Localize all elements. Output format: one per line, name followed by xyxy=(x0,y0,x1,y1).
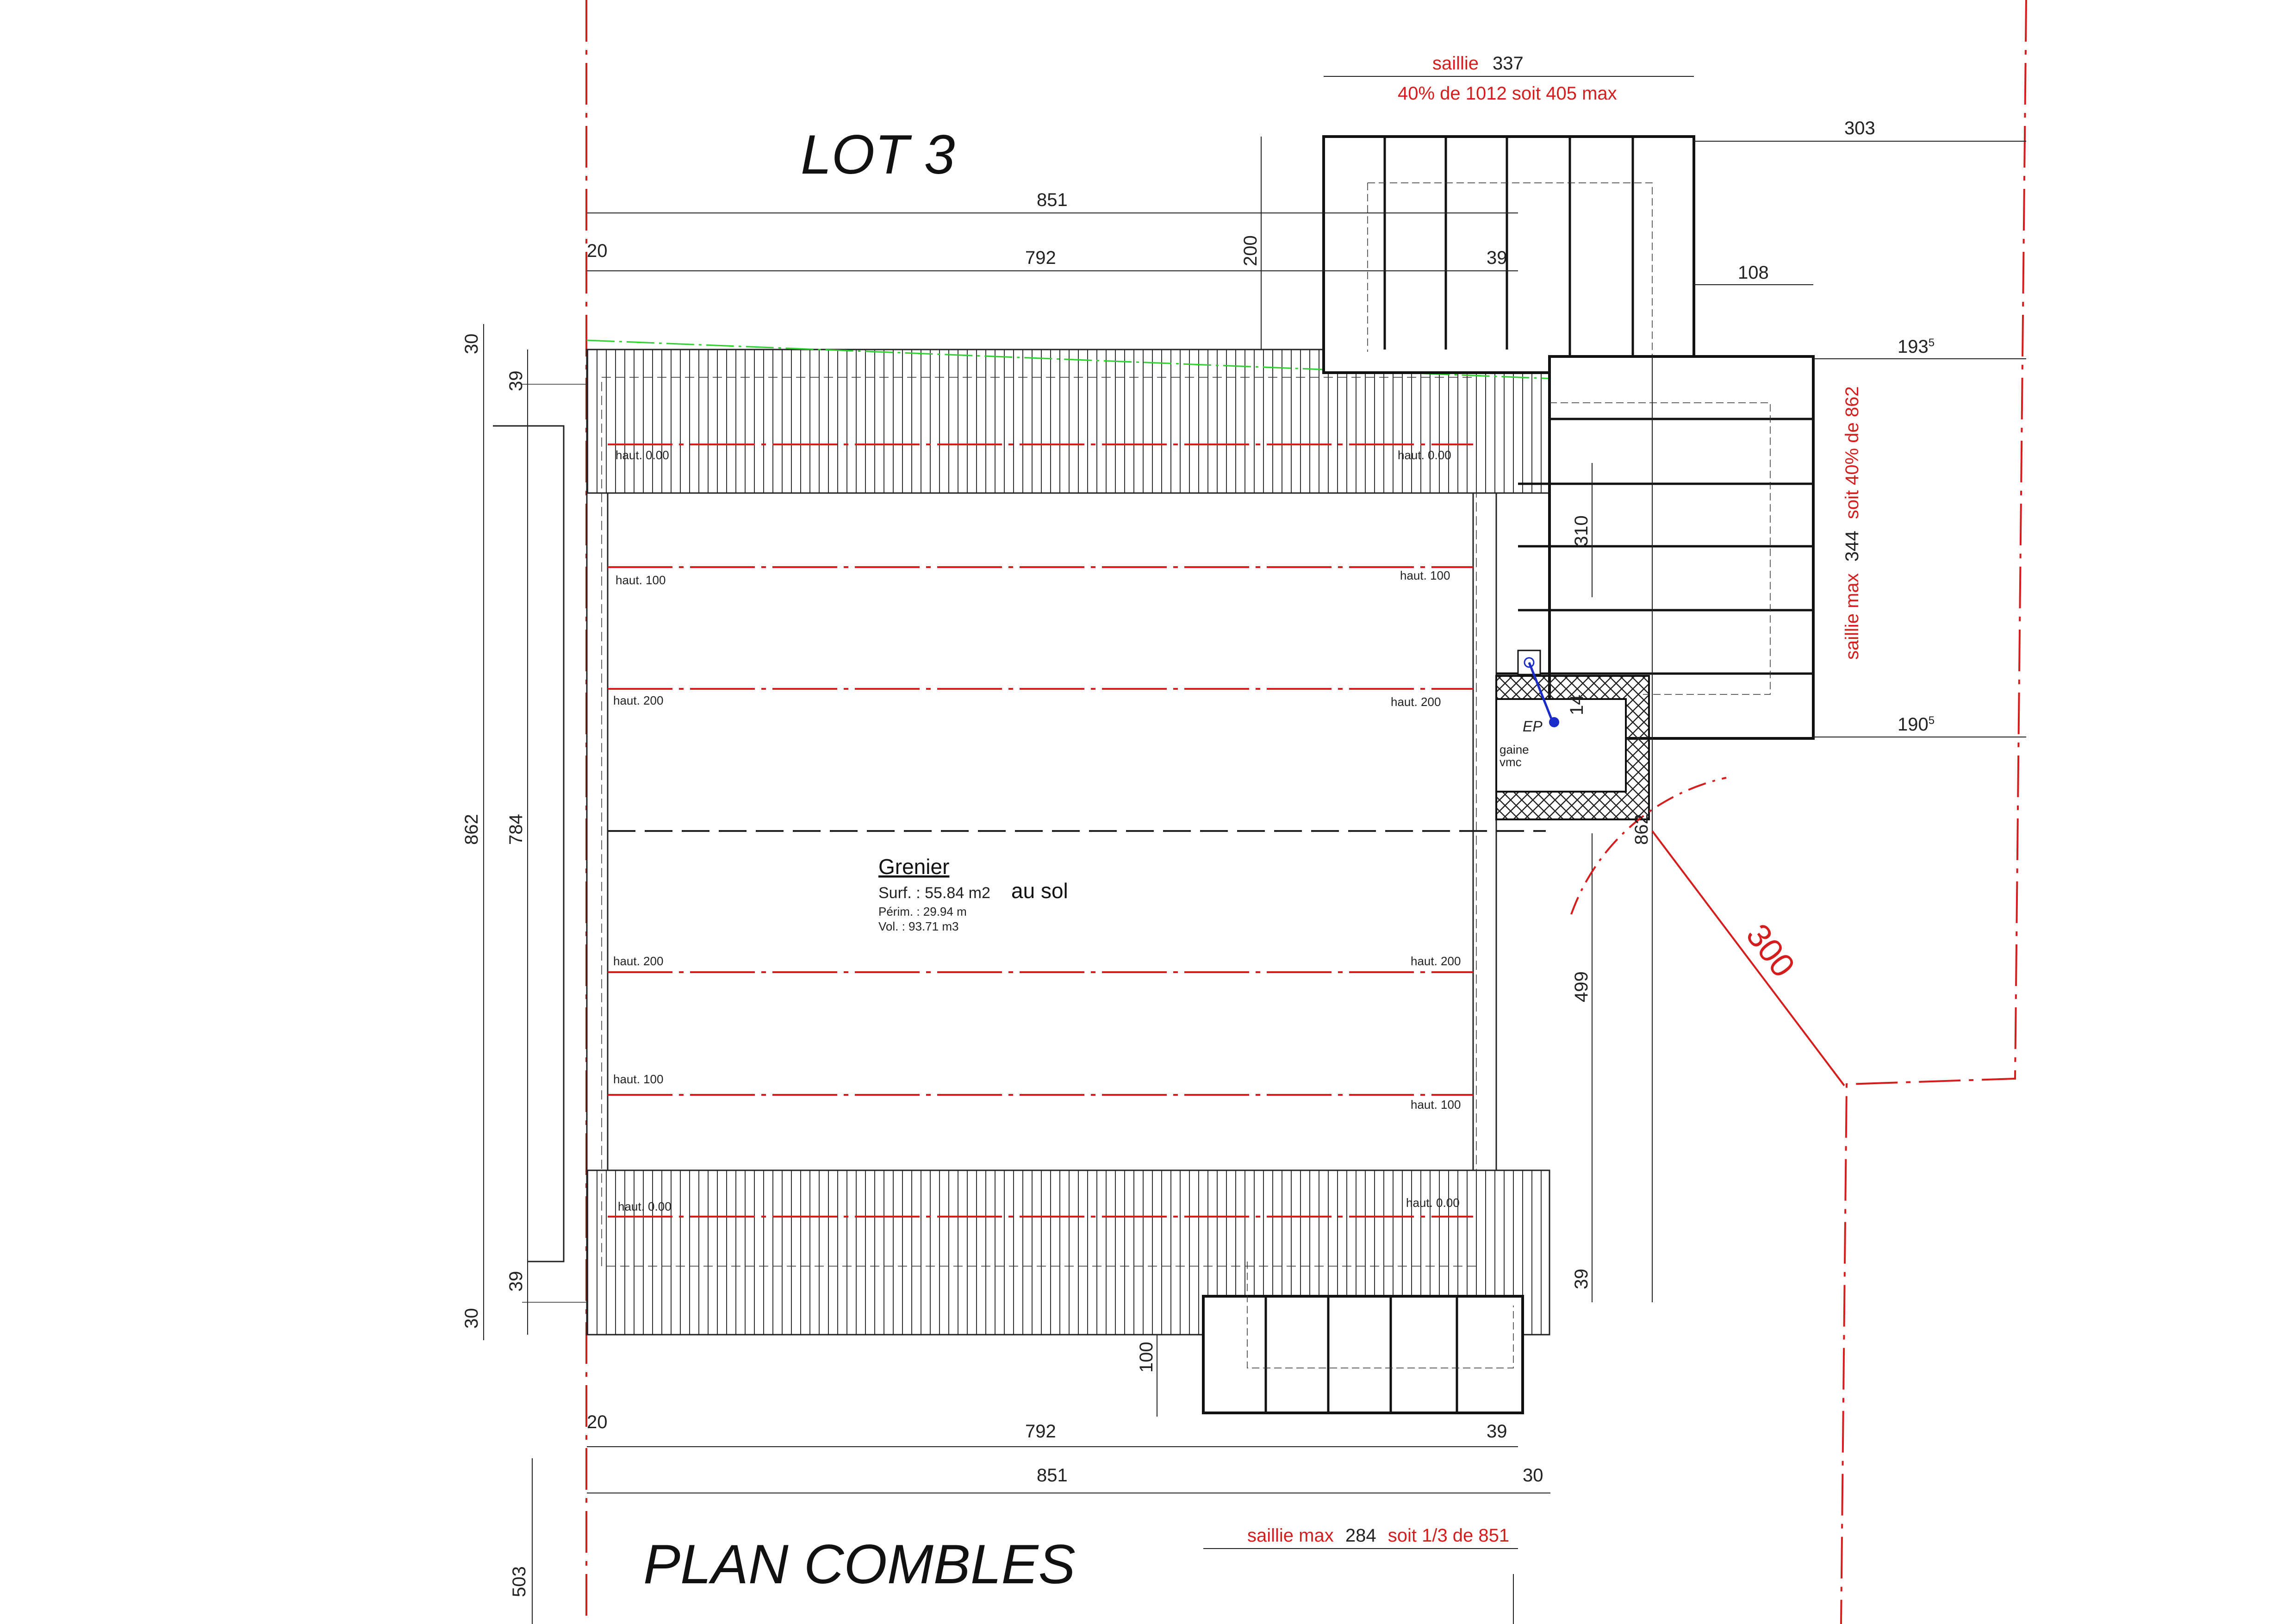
height-label: haut. 0.00 xyxy=(1398,448,1451,462)
dim-39-left-top: 39 xyxy=(506,371,526,392)
dim-39-bottom: 39 xyxy=(1487,1421,1507,1442)
height-label: haut. 100 xyxy=(1400,568,1450,582)
room-surface: Surf. : 55.84 m2 xyxy=(878,884,990,902)
room-volume: Vol. : 93.71 m3 xyxy=(878,919,958,933)
room-perimeter: Périm. : 29.94 m xyxy=(878,905,967,918)
lot-title: LOT 3 xyxy=(801,124,955,186)
dim-792-top: 792 xyxy=(1025,248,1056,268)
height-label: haut. 100 xyxy=(613,1072,663,1086)
radius-300-line xyxy=(1651,830,1845,1087)
saillie-max-right: saillie max 344 soit 40% de 862 xyxy=(1842,386,1862,660)
dim-39-left-bottom: 39 xyxy=(506,1271,526,1292)
gaine-vmc-shaft xyxy=(1495,650,1650,820)
dim-499: 499 xyxy=(1571,971,1592,1002)
dim-20-top: 20 xyxy=(587,241,608,261)
height-label: haut. 0.00 xyxy=(618,1199,672,1213)
dim-100: 100 xyxy=(1136,1342,1157,1373)
dim-190-5: 1905 xyxy=(1898,714,1935,735)
dim-30-left-top: 30 xyxy=(461,334,482,355)
slope-line xyxy=(586,339,1694,385)
dim-337: 337 xyxy=(1493,53,1524,74)
radius-300-label: 300 xyxy=(1739,917,1802,984)
lot-boundary xyxy=(585,0,2027,1624)
dim-851-top: 851 xyxy=(1037,190,1068,210)
dim-851-bottom: 851 xyxy=(1037,1465,1068,1486)
saillie-label: saillie xyxy=(1432,53,1479,74)
dim-862-right: 862 xyxy=(1631,814,1652,845)
height-label: haut. 100 xyxy=(1411,1098,1461,1112)
dim-503: 503 xyxy=(509,1566,529,1597)
left-wall xyxy=(586,492,609,1171)
plan-title: PLAN COMBLES xyxy=(643,1533,1076,1595)
height-label: haut. 0.00 xyxy=(1406,1196,1460,1210)
height-label: haut. 100 xyxy=(616,573,666,587)
height-label: haut. 200 xyxy=(613,954,663,968)
dim-30-left-bottom: 30 xyxy=(461,1308,482,1329)
height-label: haut. 0.00 xyxy=(616,448,669,462)
height-label: haut. 200 xyxy=(1391,695,1441,709)
dim-108: 108 xyxy=(1738,262,1769,283)
gaine-label: gaine xyxy=(1500,743,1529,756)
height-label: haut. 200 xyxy=(613,693,663,707)
dim-310: 310 xyxy=(1571,515,1592,546)
top-dormer xyxy=(1322,135,1695,374)
dim-30-bottom: 30 xyxy=(1523,1465,1543,1486)
right-dormer xyxy=(1496,355,1815,740)
radius-300-arc xyxy=(1570,777,1727,915)
dim-200: 200 xyxy=(1240,235,1261,266)
saillie-rule: 40% de 1012 soit 405 max xyxy=(1398,83,1617,104)
ep-pipe-icon xyxy=(1549,717,1559,727)
height-label: haut. 200 xyxy=(1411,954,1461,968)
dim-193-5: 1935 xyxy=(1898,337,1935,357)
dim-303: 303 xyxy=(1844,118,1875,138)
dim-14: 14 xyxy=(1567,695,1587,716)
vmc-label: vmc xyxy=(1500,755,1522,769)
dim-20-bottom: 20 xyxy=(587,1412,608,1432)
dim-39-right: 39 xyxy=(1571,1269,1592,1290)
dim-784: 784 xyxy=(506,814,526,845)
dimension-lines xyxy=(483,76,2026,1624)
height-contours xyxy=(608,443,1473,1218)
dim-39-top: 39 xyxy=(1487,248,1507,268)
saillie-max-bottom: saillie max 284 soit 1/3 de 851 xyxy=(1247,1525,1509,1546)
room-surface-note: au sol xyxy=(1011,879,1068,903)
bottom-dormer xyxy=(1202,1262,1524,1414)
dim-792-bottom: 792 xyxy=(1025,1421,1056,1442)
dim-862-left: 862 xyxy=(461,814,482,845)
ep-label: EP xyxy=(1523,718,1543,735)
room-name: Grenier xyxy=(878,855,949,879)
